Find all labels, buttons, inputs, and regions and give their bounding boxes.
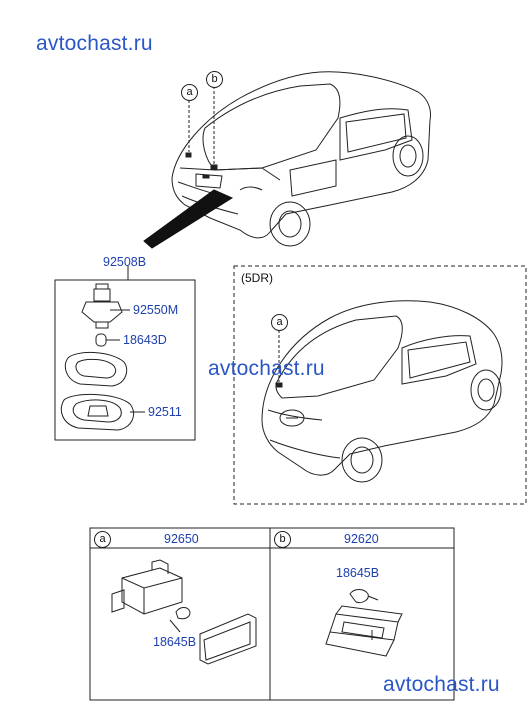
- car-top-illustration: [171, 71, 431, 247]
- part-number-bulb: 18643D: [123, 333, 167, 347]
- five-door-box: [233, 265, 527, 505]
- panel-a-drawing: [111, 559, 257, 665]
- callout-a-5dr: a: [271, 314, 288, 331]
- panel-b-part-number: 92620: [344, 532, 379, 546]
- lens-part-drawing: [60, 393, 145, 431]
- callout-b-top: b: [206, 71, 223, 88]
- panel-a-part-number: 92650: [164, 532, 199, 546]
- watermark-bottom: avtochast.ru: [383, 673, 500, 696]
- car-5dr-illustration: [261, 300, 503, 483]
- watermark-middle: avtochast.ru: [208, 357, 325, 380]
- panel-b-drawing: [325, 589, 403, 657]
- gasket-part-drawing: [64, 352, 128, 387]
- panel-b-marker: b: [274, 531, 291, 548]
- bulb-part-drawing: [95, 333, 120, 347]
- detail-panel: [89, 527, 455, 701]
- watermark-top: avtochast.ru: [36, 32, 153, 55]
- variant-label: (5DR): [241, 271, 273, 285]
- panel-a-marker: a: [94, 531, 111, 548]
- part-number-lens: 92511: [148, 405, 182, 419]
- socket-part-drawing: [81, 283, 130, 329]
- callout-a-top: a: [181, 84, 198, 101]
- part-number-socket: 92550M: [133, 303, 179, 317]
- panel-b-bulb-number: 18645B: [336, 566, 380, 580]
- part-number-assembly: 92508B: [103, 255, 147, 269]
- assembly-box: [54, 279, 196, 441]
- panel-a-bulb-number: 18645B: [153, 635, 197, 649]
- pointer-arrow: [143, 189, 234, 249]
